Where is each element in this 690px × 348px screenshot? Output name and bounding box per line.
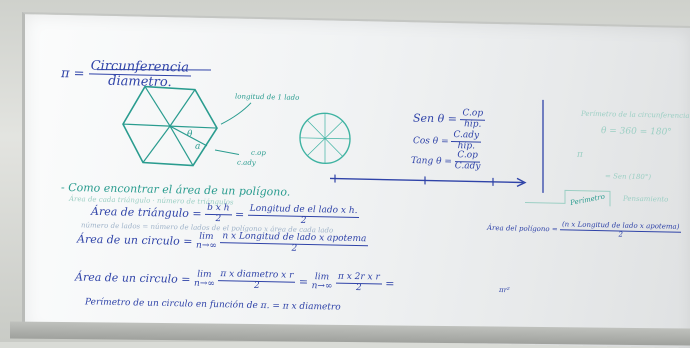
- hexagon-spoke: [142, 125, 171, 163]
- underline: [96, 69, 212, 71]
- number-line: [330, 177, 523, 184]
- diameter-text: diametro.: [108, 74, 172, 91]
- number-line-arrow: [516, 177, 527, 188]
- board-drawings: [96, 69, 611, 207]
- hexagon-spoke: [122, 123, 171, 127]
- hexagon-spoke: [169, 125, 218, 129]
- side-length-label: longitud de 1 lado: [235, 92, 300, 102]
- apothem-label: a: [195, 141, 201, 152]
- pi-r-squared: πr²: [499, 285, 510, 295]
- label-arrow: [214, 149, 240, 156]
- apothem-line: [169, 125, 208, 147]
- pi-symbol: π =: [61, 66, 85, 82]
- right-faint-line2: π: [577, 149, 583, 160]
- whiteboard: π = Circunferencia diametro. longitud de…: [22, 12, 690, 348]
- right-faint-note: Pensamiento: [623, 194, 669, 204]
- cop-label: c.op: [251, 148, 266, 158]
- right-faint-line1: θ = 360 = 180°: [601, 126, 672, 138]
- label-arrow: [220, 102, 252, 125]
- hexagon-spoke: [144, 86, 171, 127]
- pi-definition: π = Circunferencia diametro.: [61, 58, 192, 91]
- cady-label: c.ady: [237, 158, 256, 167]
- angle-label: θ: [187, 129, 193, 140]
- right-faint-line3: = Sen (180°): [605, 172, 652, 182]
- hexagon-spoke: [169, 125, 194, 166]
- faint-step: [525, 189, 611, 207]
- hexagon-spoke: [169, 89, 196, 127]
